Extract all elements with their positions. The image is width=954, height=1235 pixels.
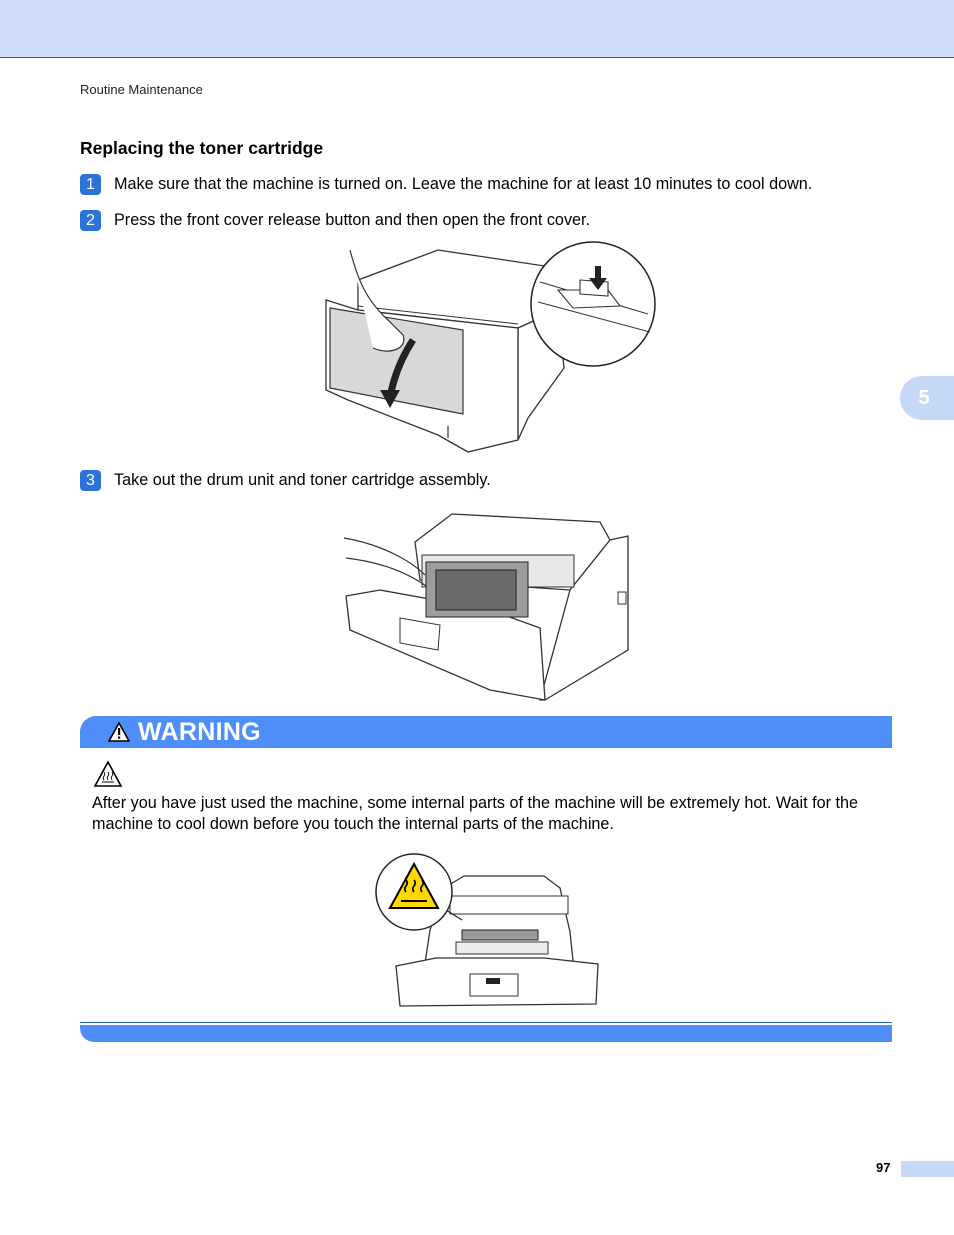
page-number: 97 bbox=[876, 1160, 891, 1175]
hot-surface-icon bbox=[93, 760, 123, 787]
section-title: Replacing the toner cartridge bbox=[80, 138, 324, 158]
hot-parts-illustration bbox=[375, 853, 599, 1007]
step-text: Take out the drum unit and toner cartrid… bbox=[114, 471, 491, 489]
step-text: Press the front cover release button and… bbox=[114, 211, 591, 229]
step-1: 1 Make sure that the machine is turned o… bbox=[80, 174, 812, 195]
section-end-rule bbox=[80, 1022, 892, 1023]
step-number-badge: 2 bbox=[80, 210, 101, 231]
page-number-tab bbox=[901, 1161, 954, 1177]
warning-banner: WARNING bbox=[80, 716, 892, 748]
drum-removal-illustration bbox=[343, 513, 629, 701]
warning-end-bar bbox=[80, 1025, 892, 1042]
running-head: Routine Maintenance bbox=[80, 82, 203, 97]
printer-open-cover-illustration bbox=[325, 241, 656, 453]
step-number-badge: 1 bbox=[80, 174, 101, 195]
step-number-badge: 3 bbox=[80, 470, 101, 491]
step-3: 3 Take out the drum unit and toner cartr… bbox=[80, 470, 491, 491]
step-2: 2 Press the front cover release button a… bbox=[80, 210, 590, 231]
warning-title: WARNING bbox=[138, 717, 261, 746]
step-text: Make sure that the machine is turned on.… bbox=[114, 175, 813, 193]
warning-body: After you have just used the machine, so… bbox=[92, 794, 858, 833]
warning-triangle-icon bbox=[108, 722, 130, 742]
header-band bbox=[0, 0, 954, 58]
chapter-tab[interactable]: 5 bbox=[900, 376, 954, 420]
